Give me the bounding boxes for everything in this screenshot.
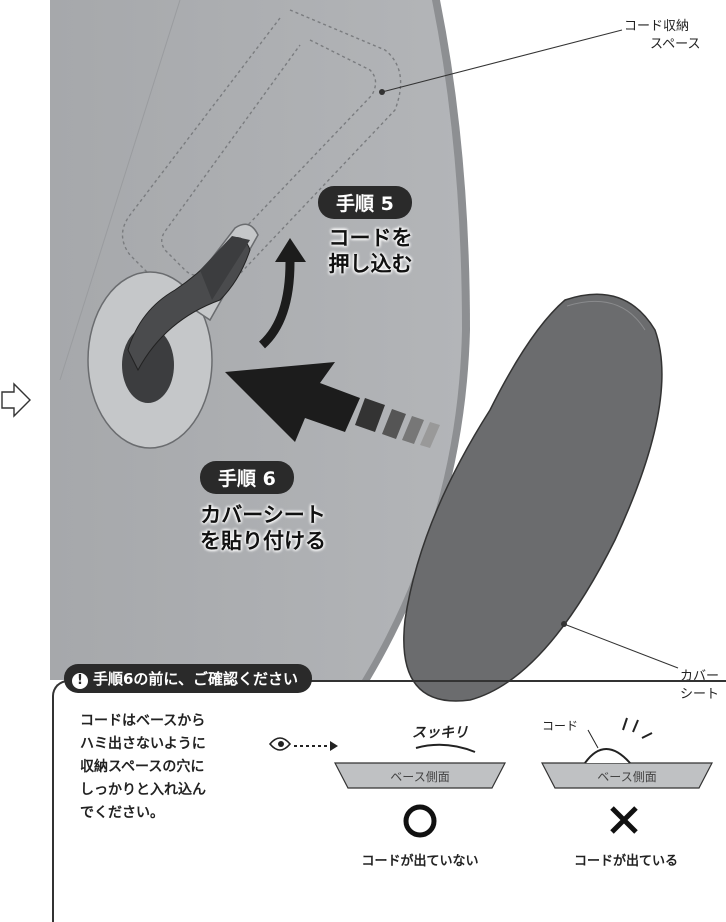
step6-text: カバーシート を貼り付ける (188, 502, 338, 554)
sukkiri-text: スッキリ (412, 725, 468, 741)
step5-text: コードを 押し込む (318, 225, 423, 277)
cord-space-label-line1: コード収納 (624, 19, 690, 34)
confirmation-box (52, 680, 726, 922)
bad-base-label: ベース側面 (597, 770, 657, 784)
instruction-line: ハミ出さないように (80, 736, 206, 752)
attach-arrow (225, 362, 440, 448)
step5-text-line1: コードを (328, 226, 413, 250)
ok-mark-icon (403, 804, 437, 838)
bad-base-side (541, 717, 713, 789)
step6-text-line1: カバーシート (200, 503, 326, 527)
cover-sheet (403, 293, 663, 702)
instruction-line: でください。 (80, 805, 164, 821)
step6-text-line2: を貼り付ける (200, 529, 326, 553)
confirmation-instruction: コードはベースから ハミ出さないように 収納スペースの穴に しっかりと入れ込ん … (80, 710, 206, 825)
step6-badge: 手順 6 (200, 461, 294, 494)
eye-arrow-icon (268, 737, 338, 751)
previous-step-arrow-icon (1, 382, 31, 418)
push-arrow (258, 238, 306, 349)
step5-badge: 手順 5 (318, 186, 412, 219)
good-base-side (334, 743, 506, 789)
instruction-line: コードはベースから (80, 713, 206, 729)
confirmation-title: ! 手順6の前に、ご確認ください (64, 664, 312, 693)
exclamation-icon: ! (72, 673, 88, 689)
step5-text-line2: 押し込む (328, 252, 413, 276)
bad-caption: コードが出ている (573, 854, 678, 869)
base-disk (50, 0, 470, 680)
cord-space-leader (379, 29, 623, 95)
cover-sheet-leader (561, 621, 679, 669)
instruction-line: 収納スペースの穴に (80, 759, 205, 775)
grommet (87, 223, 259, 449)
cover-sheet-label-line2: シート (680, 687, 720, 702)
good-base-label: ベース側面 (390, 770, 450, 784)
cord-label: コード (542, 719, 579, 733)
cord-space-label-line2: スペース (650, 37, 701, 52)
instruction-line: しっかりと入れ込ん (80, 782, 206, 798)
confirmation-title-text: 手順6の前に、ご確認ください (93, 670, 298, 688)
good-caption: コードが出ていない (361, 854, 479, 869)
ng-mark-icon (610, 806, 638, 834)
